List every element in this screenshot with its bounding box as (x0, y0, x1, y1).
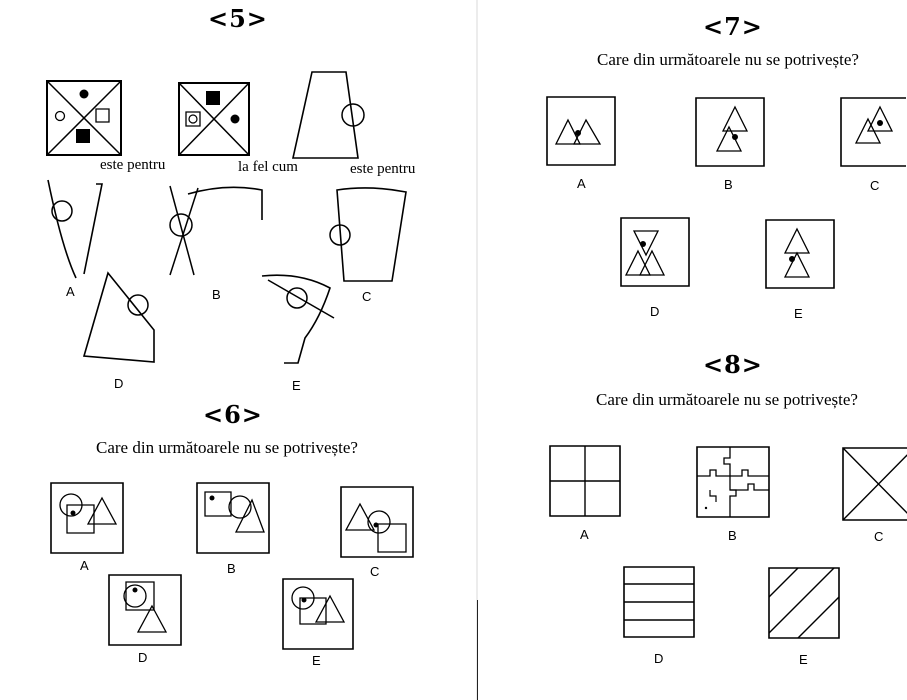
q6-option-b-figure[interactable] (196, 482, 270, 554)
question-5-number: <5> (208, 4, 268, 33)
q8-option-d-label: D (654, 651, 664, 666)
left-page: <5> este pentru la fel cum este pentru A (44, 4, 416, 668)
q5-analogy-figure-1 (46, 80, 122, 156)
page-gutter (476, 0, 479, 700)
right-page: <7> Care din următoarele nu se potriveșt… (478, 0, 907, 700)
q6-option-a-label: A (80, 558, 89, 573)
q5-option-d-label: D (114, 376, 124, 391)
q5-option-d-figure[interactable] (82, 270, 162, 366)
q6-option-b-label: B (227, 561, 236, 576)
question-7-number: <7> (703, 12, 763, 41)
q5-option-b-figure[interactable] (166, 180, 268, 278)
q6-option-e-label: E (312, 653, 321, 668)
q5-option-e-label: E (292, 378, 301, 393)
q8-option-c-figure[interactable] (842, 447, 907, 521)
q8-option-c-label: C (874, 529, 884, 544)
q7-option-b-figure[interactable] (695, 97, 765, 167)
q8-option-a-figure[interactable] (549, 445, 621, 517)
q8-option-e-figure[interactable] (768, 567, 840, 639)
q7-option-e-label: E (794, 306, 803, 321)
q5-analogy-figure-3 (290, 68, 370, 168)
question-7-text: Care din următoarele nu se potrivește? (597, 50, 859, 69)
q8-option-a-label: A (580, 527, 589, 542)
q7-option-e-figure[interactable] (765, 219, 835, 289)
q5-option-a-label: A (66, 284, 75, 299)
question-6-text: Care din următoarele nu se potrivește? (96, 438, 358, 457)
q5-option-a-figure[interactable] (44, 178, 106, 282)
q5-caption-1: este pentru (100, 157, 166, 173)
q6-option-a-figure[interactable] (50, 482, 124, 554)
q6-option-d-figure[interactable] (108, 574, 182, 646)
q5-option-c-figure[interactable] (328, 185, 410, 287)
question-8-text: Care din următoarele nu se potrivește? (596, 390, 858, 409)
q5-caption-3: este pentru (350, 161, 416, 177)
question-6-number: <6> (203, 400, 263, 429)
q5-caption-2: la fel cum (238, 159, 298, 175)
q7-option-a-label: A (577, 176, 586, 191)
q8-option-b-label: B (728, 528, 737, 543)
q6-option-c-figure[interactable] (340, 486, 414, 558)
q5-option-c-label: C (362, 289, 372, 304)
q7-option-a-figure[interactable] (546, 96, 616, 166)
q6-option-e-figure[interactable] (282, 578, 354, 650)
q8-option-b-figure[interactable] (696, 446, 770, 518)
q7-option-d-label: D (650, 304, 660, 319)
q8-option-d-figure[interactable] (623, 566, 695, 638)
q7-option-c-label: C (870, 178, 880, 193)
q7-option-d-figure[interactable] (620, 217, 690, 287)
question-8-number: <8> (703, 350, 763, 379)
q5-option-b-label: B (212, 287, 221, 302)
q7-option-c-figure[interactable] (840, 97, 906, 167)
q7-option-b-label: B (724, 177, 733, 192)
q6-option-c-label: C (370, 564, 380, 579)
q8-option-e-label: E (799, 652, 808, 667)
q5-analogy-figure-2 (178, 82, 250, 156)
q6-option-d-label: D (138, 650, 148, 665)
q5-option-e-figure[interactable] (260, 268, 340, 368)
